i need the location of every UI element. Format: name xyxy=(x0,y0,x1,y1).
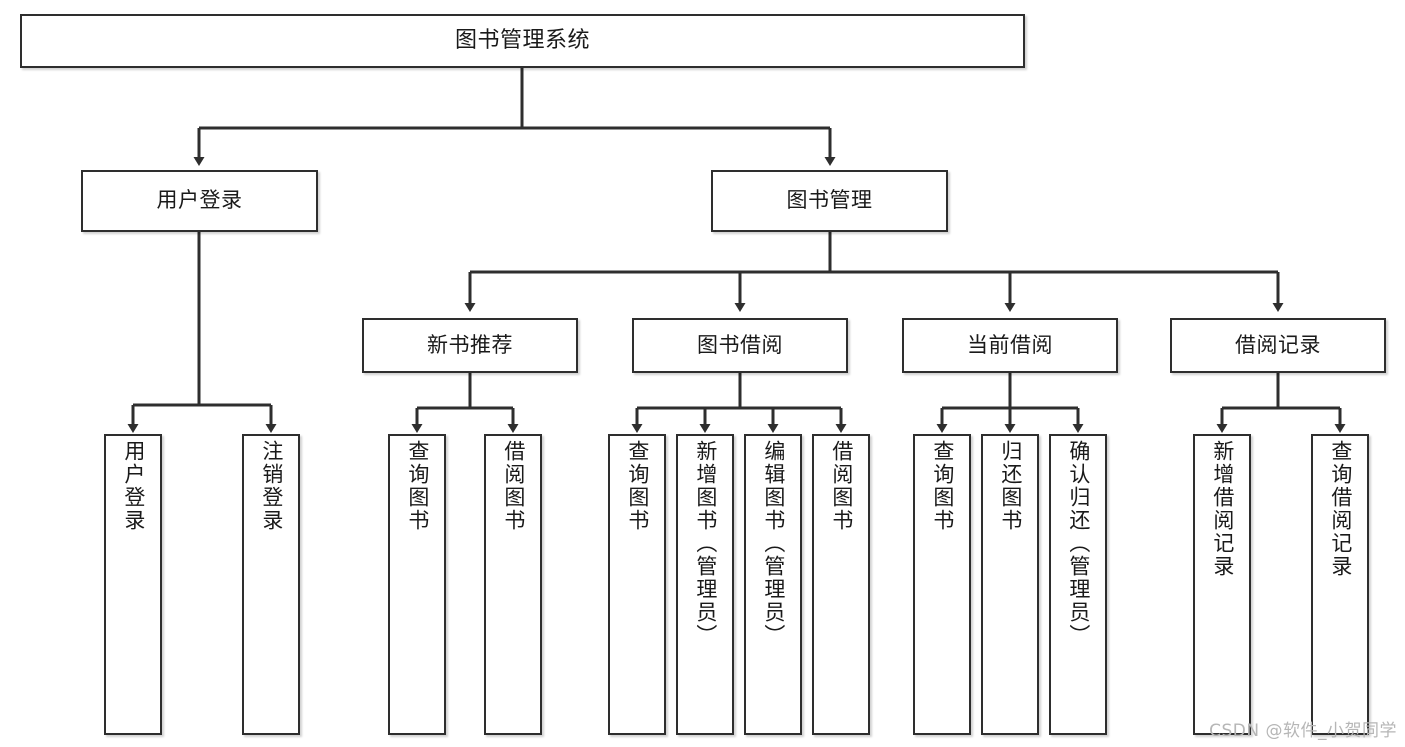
leaf-current-borrow-query-book[interactable]: 查询图书 xyxy=(913,434,971,735)
leaf-user-login-login[interactable]: 用户登录 xyxy=(104,434,162,735)
leaf-user-login-logout[interactable]: 注销登录 xyxy=(242,434,300,735)
leaf-book-borrow-add-book-admin[interactable]: 新增图书（管理员） xyxy=(676,434,734,735)
leaf-book-borrow-edit-book-admin[interactable]: 编辑图书（管理员） xyxy=(744,434,802,735)
node-label: 查询借阅记录 xyxy=(1328,440,1353,578)
node-new-book-recommend[interactable]: 新书推荐 xyxy=(362,318,578,373)
node-current-borrow[interactable]: 当前借阅 xyxy=(902,318,1118,373)
node-label: 注销登录 xyxy=(259,440,284,532)
node-label: 新增图书（管理员） xyxy=(693,440,718,647)
leaf-current-borrow-confirm-return-admin[interactable]: 确认归还（管理员） xyxy=(1049,434,1107,735)
node-book-borrow[interactable]: 图书借阅 xyxy=(632,318,848,373)
node-book-management[interactable]: 图书管理 xyxy=(711,170,948,232)
node-label: 借阅记录 xyxy=(1235,332,1321,357)
node-label: 新增借阅记录 xyxy=(1210,440,1235,578)
node-label: 用户登录 xyxy=(156,188,243,213)
node-label: 借阅图书 xyxy=(829,440,854,532)
node-label: 借阅图书 xyxy=(501,440,526,532)
watermark-text: CSDN @软件_小贺同学 xyxy=(1209,721,1397,741)
node-label: 当前借阅 xyxy=(967,332,1053,357)
leaf-book-borrow-borrow-book[interactable]: 借阅图书 xyxy=(812,434,870,735)
leaf-borrow-record-query-record[interactable]: 查询借阅记录 xyxy=(1311,434,1369,735)
node-label: 新书推荐 xyxy=(427,332,513,357)
leaf-new-book-borrow-book[interactable]: 借阅图书 xyxy=(484,434,542,735)
node-label: 查询图书 xyxy=(930,440,955,532)
node-label: 确认归还（管理员） xyxy=(1066,440,1091,647)
node-label: 图书管理 xyxy=(786,188,873,213)
node-label: 编辑图书（管理员） xyxy=(761,440,786,647)
node-label: 用户登录 xyxy=(121,440,146,532)
node-label: 查询图书 xyxy=(625,440,650,532)
node-user-login[interactable]: 用户登录 xyxy=(81,170,318,232)
node-borrow-record[interactable]: 借阅记录 xyxy=(1170,318,1386,373)
node-label: 查询图书 xyxy=(405,440,430,532)
node-label: 图书借阅 xyxy=(697,332,783,357)
node-label: 归还图书 xyxy=(998,440,1023,532)
leaf-current-borrow-return-book[interactable]: 归还图书 xyxy=(981,434,1039,735)
node-root-book-management-system[interactable]: 图书管理系统 xyxy=(20,14,1025,68)
leaf-new-book-query-book[interactable]: 查询图书 xyxy=(388,434,446,735)
node-label: 图书管理系统 xyxy=(454,28,590,54)
leaf-book-borrow-query-book[interactable]: 查询图书 xyxy=(608,434,666,735)
leaf-borrow-record-add-record[interactable]: 新增借阅记录 xyxy=(1193,434,1251,735)
